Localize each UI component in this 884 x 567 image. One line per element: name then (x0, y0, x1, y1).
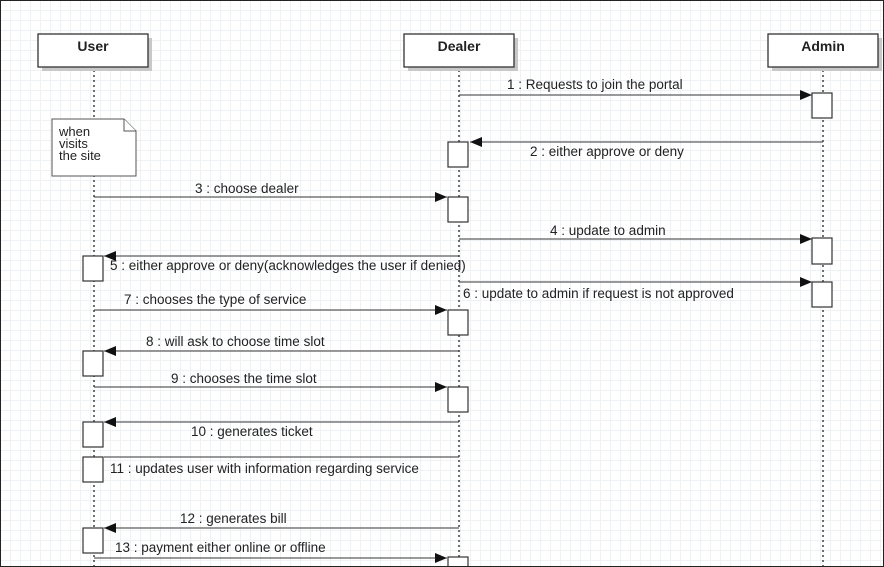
message-10-label: 10 : generates ticket (191, 424, 313, 439)
activation-admin-2 (811, 237, 833, 265)
message-11-label: 11 : updates user with information regar… (110, 461, 419, 476)
activation-dealer-4 (447, 386, 469, 413)
actor-user-label: User (77, 38, 109, 54)
message-8-label: 8 : will ask to choose time slot (146, 334, 325, 349)
message-3-label: 3 : choose dealer (195, 181, 299, 196)
message-2-label: 2 : either approve or deny (530, 144, 684, 159)
activation-user-1 (82, 255, 104, 282)
note-line-3: the site (59, 148, 101, 163)
activation-user-4 (82, 456, 104, 483)
activation-user-2 (82, 350, 104, 377)
message-1-label: 1 : Requests to join the portal (507, 77, 683, 92)
actor-dealer[interactable]: Dealer (403, 33, 518, 71)
activation-admin-3 (811, 281, 833, 308)
note-line-1: when (58, 124, 90, 139)
actor-dealer-label: Dealer (438, 38, 481, 54)
actor-user[interactable]: User (37, 33, 152, 71)
message-9-label: 9 : chooses the time slot (171, 371, 317, 386)
note-line-2: visits (59, 136, 88, 151)
activation-dealer-2 (447, 196, 469, 223)
activation-dealer-1 (447, 141, 469, 168)
message-12-label: 12 : generates bill (180, 511, 287, 526)
activation-user-3 (82, 421, 104, 448)
activation-user-5 (82, 527, 104, 554)
message-4-label: 4 : update to admin (550, 223, 666, 238)
actor-admin-label: Admin (801, 38, 845, 54)
message-6-label: 6 : update to admin if request is not ap… (463, 286, 734, 301)
activation-dealer-5 (447, 556, 469, 567)
activation-admin-1 (811, 92, 833, 119)
message-7-label: 7 : chooses the type of service (124, 292, 306, 307)
actor-admin[interactable]: Admin (767, 33, 882, 71)
activation-dealer-3 (447, 309, 469, 336)
message-13-label: 13 : payment either online or offline (115, 540, 326, 555)
message-5-label: 5 : either approve or deny(acknowledges … (110, 258, 466, 273)
note-when-visits-site[interactable]: when visits the site (51, 118, 137, 177)
